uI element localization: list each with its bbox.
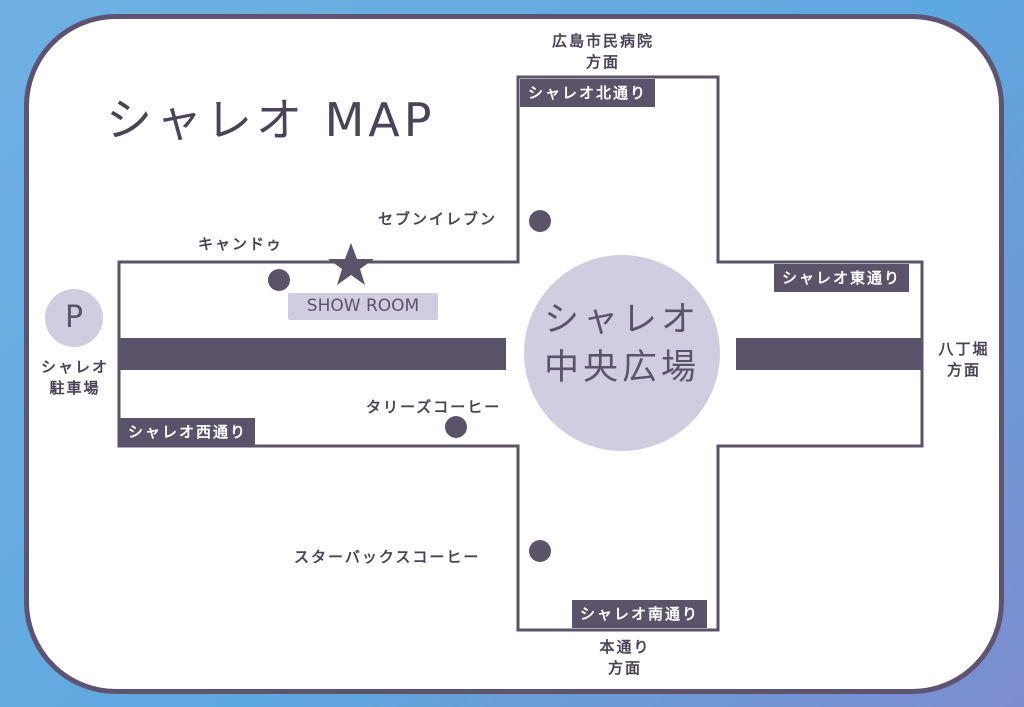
shop-tullys-label: タリーズコーヒー bbox=[366, 398, 502, 416]
central-plaza-line2: 中央広場 bbox=[543, 348, 700, 388]
star-icon bbox=[328, 243, 374, 285]
parking-label-line2: 駐車場 bbox=[49, 379, 101, 397]
parking-icon: P bbox=[45, 289, 103, 347]
shop-starbucks-marker bbox=[529, 540, 551, 562]
shop-seven-eleven-marker bbox=[529, 210, 551, 232]
main-road-east bbox=[736, 338, 922, 370]
parking-label-line1: シャレオ bbox=[40, 358, 109, 376]
corridor-outline bbox=[117, 75, 924, 632]
direction-hatchobori: 八丁堀 方面 bbox=[926, 338, 1002, 380]
central-plaza bbox=[524, 255, 720, 451]
page-title: シャレオ MAP bbox=[106, 93, 436, 147]
shop-candoo-marker bbox=[268, 269, 290, 291]
shop-starbucks-label: スターバックスコーヒー bbox=[294, 548, 481, 566]
direction-hospital-line2: 方面 bbox=[585, 53, 620, 71]
direction-hospital-line1: 広島市民病院 bbox=[551, 32, 654, 50]
direction-hondori-line2: 方面 bbox=[607, 659, 642, 677]
street-east-label: シャレオ東通り bbox=[774, 264, 910, 292]
direction-hatchobori-line2: 方面 bbox=[946, 361, 981, 379]
direction-hospital: 広島市民病院 方面 bbox=[540, 30, 666, 72]
shop-candoo-label: キャンドゥ bbox=[198, 235, 284, 253]
street-south-label: シャレオ南通り bbox=[572, 600, 708, 628]
direction-hondori: 本通り 方面 bbox=[580, 636, 670, 678]
central-plaza-line1: シャレオ bbox=[543, 300, 700, 340]
central-plaza-label: シャレオ 中央広場 bbox=[524, 296, 720, 392]
main-road-west bbox=[120, 338, 506, 370]
street-west-label: シャレオ西通り bbox=[120, 418, 256, 446]
shop-tullys-marker bbox=[445, 416, 467, 438]
direction-hatchobori-line1: 八丁堀 bbox=[938, 340, 990, 358]
showroom-label: SHOW ROOM bbox=[288, 293, 438, 320]
direction-hondori-line1: 本通り bbox=[599, 638, 651, 656]
street-north-label: シャレオ北通り bbox=[520, 79, 656, 107]
shop-seven-eleven-label: セブンイレブン bbox=[378, 210, 498, 228]
parking-label: シャレオ 駐車場 bbox=[34, 356, 116, 398]
